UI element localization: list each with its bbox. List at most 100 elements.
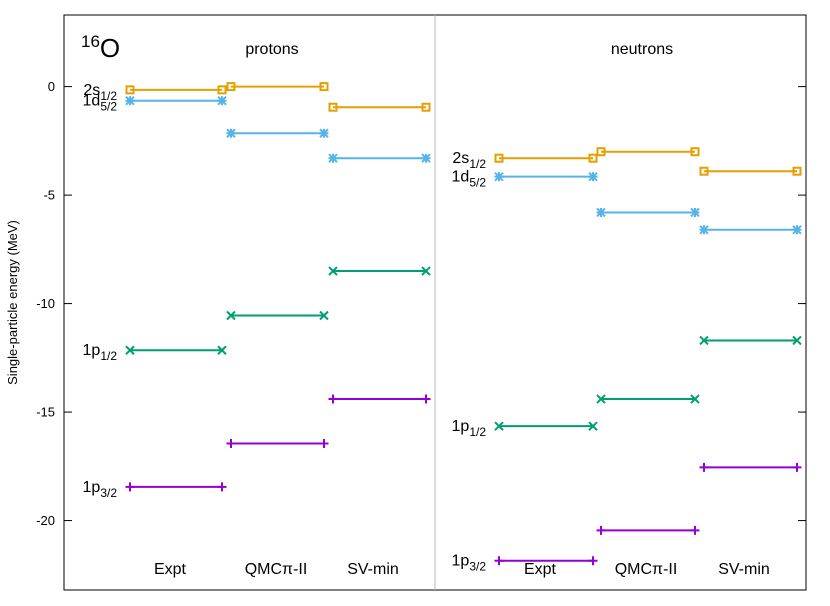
orbital-label-1p1-2: 1p1/2 [452, 418, 487, 439]
category-label: QMCπ-II [245, 561, 308, 578]
marker-plus [125, 482, 135, 492]
marker-plus [421, 394, 431, 404]
level-1p3-2-1-1 [596, 525, 700, 535]
level-1d5-2-1-0 [494, 171, 598, 182]
marker-square [699, 166, 709, 176]
y-tick-label: -10 [36, 296, 55, 311]
category-label: QMCπ-II [615, 561, 678, 578]
marker-star [494, 171, 504, 182]
level-1p1-2-1-2 [699, 335, 802, 346]
nucleus-mass: 16 [81, 32, 100, 51]
marker-plus [494, 556, 504, 566]
marker-star [421, 153, 431, 163]
marker-plus [792, 462, 802, 472]
marker-square [792, 166, 802, 176]
marker-plus [690, 525, 700, 535]
marker-star [226, 128, 236, 138]
panel-title-neutrons: neutrons [611, 41, 673, 58]
level-1p1-2-0-1 [226, 310, 329, 321]
marker-plus [596, 525, 606, 535]
marker-plus [328, 394, 338, 404]
marker-square [690, 147, 700, 157]
marker-cross [596, 394, 606, 404]
marker-star [217, 96, 227, 106]
level-2s1-2-1-1 [596, 147, 700, 157]
marker-cross [690, 394, 700, 404]
marker-cross [494, 421, 504, 431]
y-tick-label: -20 [36, 513, 55, 528]
marker-star [699, 225, 709, 235]
level-1p1-2-0-2 [328, 266, 431, 276]
marker-cross [421, 266, 431, 276]
orbital-label-2s1-2: 2s1/2 [452, 150, 486, 171]
level-1p1-2-0-0 [125, 345, 227, 355]
marker-square [494, 153, 504, 163]
level-1p3-2-1-2 [699, 462, 802, 472]
y-axis-title: Single-particle energy (MeV) [5, 220, 20, 385]
marker-square [125, 85, 135, 95]
marker-square [328, 102, 338, 112]
marker-cross [699, 335, 709, 346]
orbital-label-1p3-2: 1p3/2 [452, 553, 487, 574]
marker-star [328, 153, 338, 163]
orbital-label-1d5-2: 1d5/2 [452, 169, 487, 190]
marker-star [690, 207, 700, 218]
level-1p1-2-1-0 [494, 421, 598, 431]
level-1d5-2-0-1 [226, 128, 329, 138]
marker-cross [226, 310, 236, 321]
marker-plus [699, 462, 709, 472]
y-tick-label: -5 [43, 188, 55, 203]
energy-levels [125, 82, 802, 566]
level-1d5-2-1-1 [596, 207, 700, 218]
orbital-label-1p3-2: 1p3/2 [83, 479, 118, 500]
level-1d5-2-1-2 [699, 225, 802, 235]
marker-cross [319, 310, 329, 321]
axes: 0 -5 -10 -15 -20 Single-particle energy (MeV) [5, 14, 807, 591]
y-tick-label: -15 [36, 405, 55, 420]
level-1p3-2-1-0 [494, 556, 598, 566]
level-2s1-2-0-0 [125, 85, 227, 95]
marker-star [596, 207, 606, 218]
marker-square [226, 82, 236, 92]
level-2s1-2-0-1 [226, 82, 329, 92]
panel-title-protons: protons [245, 41, 298, 58]
orbital-label-1d5-2: 1d5/2 [83, 93, 118, 114]
marker-cross [792, 335, 802, 346]
nucleus-symbol: O [100, 33, 120, 63]
marker-plus [319, 439, 329, 449]
marker-square [421, 102, 431, 112]
marker-cross [217, 345, 227, 355]
level-2s1-2-1-0 [494, 153, 598, 163]
marker-star [125, 96, 135, 106]
marker-square [596, 147, 606, 157]
category-label: Expt [154, 561, 187, 578]
orbital-label-2s1-2: 2s1/2 [83, 82, 117, 103]
level-1d5-2-0-2 [328, 153, 431, 163]
level-2s1-2-1-2 [699, 166, 802, 176]
marker-cross [125, 345, 135, 355]
marker-star [792, 225, 802, 235]
nucleus-label: 16O [81, 32, 120, 63]
marker-star [588, 171, 598, 182]
marker-plus [588, 556, 598, 566]
marker-square [217, 85, 227, 95]
level-1p3-2-0-1 [226, 439, 329, 449]
marker-cross [588, 421, 598, 431]
level-1p3-2-0-2 [328, 394, 431, 404]
orbital-label-1p1-2: 1p1/2 [83, 342, 118, 363]
marker-plus [226, 439, 236, 449]
marker-square [588, 153, 598, 163]
category-label: SV-min [718, 561, 770, 578]
level-1d5-2-0-0 [125, 96, 227, 106]
marker-cross [328, 266, 338, 276]
marker-star [319, 128, 329, 138]
level-2s1-2-0-2 [328, 102, 431, 112]
level-1p1-2-1-1 [596, 394, 700, 404]
y-tick-label: 0 [48, 79, 55, 94]
level-1p3-2-0-0 [125, 482, 227, 492]
category-label: Expt [524, 561, 557, 578]
category-label: SV-min [347, 561, 399, 578]
marker-square [319, 82, 329, 92]
